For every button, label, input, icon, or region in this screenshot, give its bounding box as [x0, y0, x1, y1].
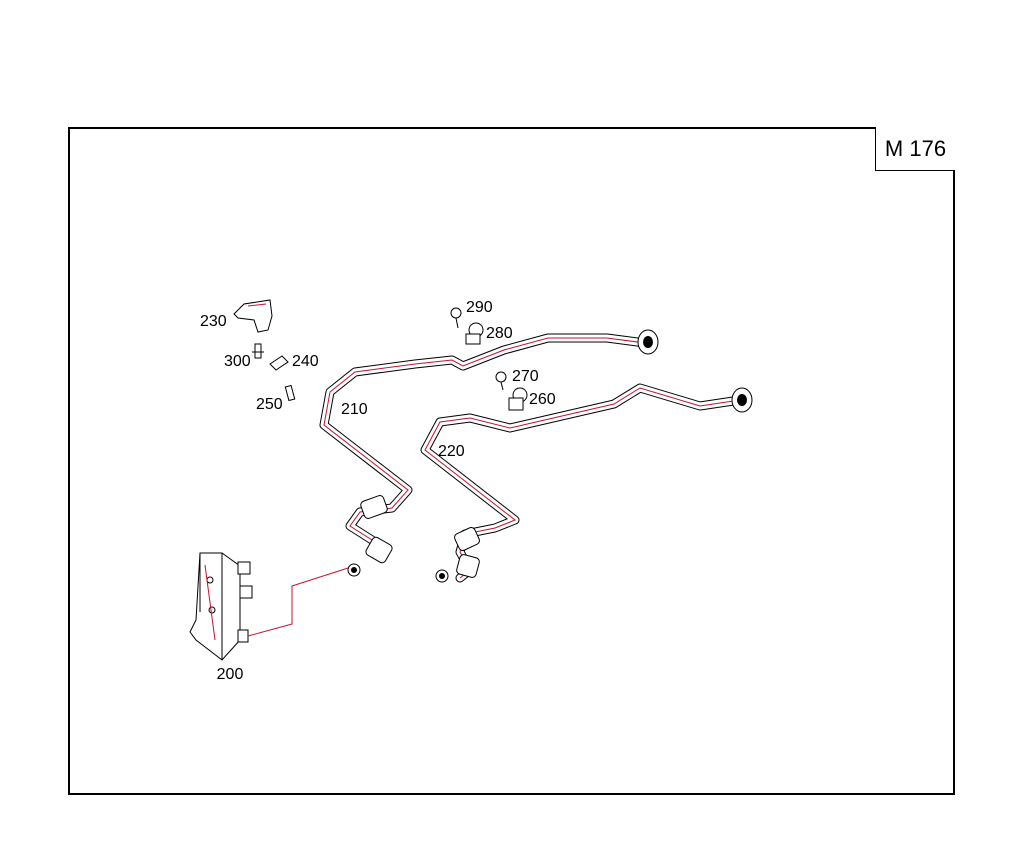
engine-code-label: M 176	[884, 135, 947, 161]
screw-290[interactable]	[450, 307, 462, 329]
callout-220: 220	[438, 443, 465, 460]
module-200[interactable]	[189, 552, 349, 661]
engine-code-box: M 176	[875, 127, 955, 171]
callout-300: 300	[224, 353, 251, 370]
clip-240[interactable]	[269, 355, 289, 371]
screw-270[interactable]	[495, 371, 507, 391]
callout-290: 290	[466, 299, 493, 316]
callout-210: 210	[341, 401, 368, 418]
clamp-280[interactable]	[465, 322, 484, 345]
hose-210[interactable]	[319, 329, 659, 577]
callout-230: 230	[200, 313, 227, 330]
callout-250: 250	[256, 396, 283, 413]
callout-260: 260	[529, 391, 556, 408]
screw-300[interactable]	[252, 343, 264, 359]
callout-270: 270	[512, 368, 539, 385]
callout-280: 280	[486, 325, 513, 342]
bracket-230[interactable]	[233, 299, 273, 333]
diagram-frame	[68, 127, 955, 795]
screw-250[interactable]	[284, 384, 296, 402]
callout-200: 200	[217, 666, 244, 683]
callout-240: 240	[292, 353, 319, 370]
hose-220[interactable]	[420, 383, 753, 583]
clamp-260[interactable]	[508, 387, 528, 411]
